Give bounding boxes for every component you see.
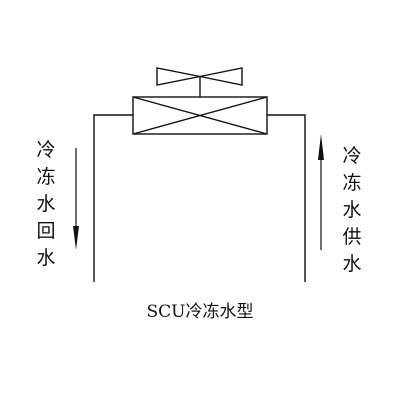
return-water-label: 冷冻水回水: [34, 137, 58, 272]
label-char: 水: [36, 193, 56, 215]
label-char: 供: [342, 226, 362, 248]
coil-icon: [132, 96, 268, 135]
label-char: 水: [342, 199, 362, 221]
supply-water-label: 冷冻水供水: [340, 143, 364, 278]
flow-arrow-down-icon: [73, 148, 79, 250]
return-pipe: [93, 114, 133, 282]
diagram-caption: SCU冷冻水型: [146, 302, 254, 322]
label-char: 回: [36, 220, 56, 242]
label-char: 冻: [36, 166, 56, 188]
flow-arrow-up-icon: [318, 134, 324, 250]
label-char: 水: [342, 253, 362, 275]
label-char: 冷: [36, 139, 56, 161]
label-char: 冻: [342, 172, 362, 194]
supply-pipe: [267, 114, 306, 282]
fan-icon: [156, 67, 243, 97]
label-char: 水: [36, 247, 56, 269]
label-char: 冷: [342, 145, 362, 167]
